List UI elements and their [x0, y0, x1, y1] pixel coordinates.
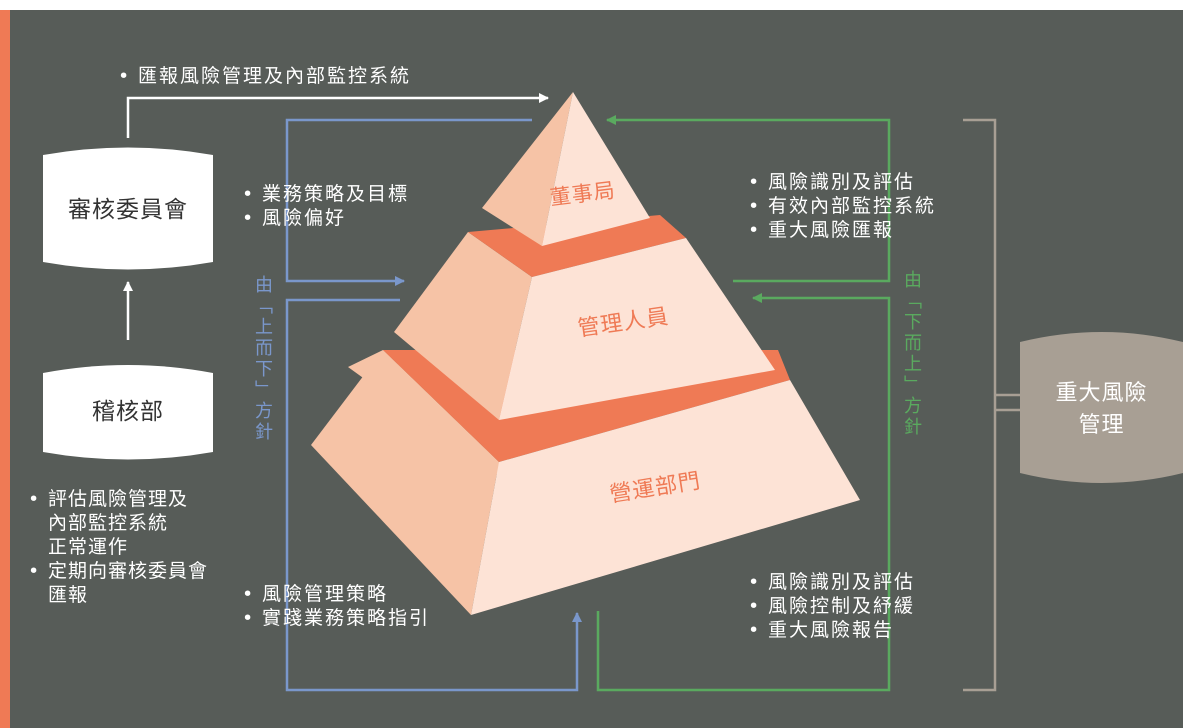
operations-output-3: 重大風險報告 [748, 618, 915, 642]
pyramid-middle-tier [394, 215, 775, 420]
bottom-up-arrow-lower [596, 293, 891, 692]
board-input-1: 業務策略及目標 [242, 182, 409, 206]
board-input-2: 風險偏好 [242, 206, 409, 230]
major-risk-shape [1020, 332, 1183, 483]
audit-note-1-cont-1: 內部監控系統 [48, 512, 169, 534]
management-input-2: 實踐業務策略指引 [242, 606, 430, 630]
major-risk-bracket [963, 118, 997, 692]
audit-note-2-cont: 匯報 [48, 584, 89, 606]
major-risk-label: 重大風險 管理 [1020, 378, 1183, 442]
operations-outputs: 風險識別及評估 風險控制及紓緩 重大風險報告 [748, 570, 915, 642]
audit-committee-label: 審核委員會 [68, 197, 188, 223]
audit-note-1: 評估風險管理及 [28, 487, 208, 511]
accent-bar [0, 10, 10, 728]
top-down-label: 由「上而下」方針 [252, 275, 273, 443]
audit-note-1-cont-2: 正常運作 [48, 536, 129, 558]
major-risk-label-line-1: 重大風險 [1055, 381, 1148, 406]
board-inputs: 業務策略及目標 風險偏好 [242, 182, 409, 230]
top-arrow-label-text: 匯報風險管理及內部監控系統 [118, 64, 411, 88]
management-input-1: 風險管理策略 [242, 582, 430, 606]
audit-note-2: 定期向審核委員會 [28, 559, 208, 583]
audit-committee-shape [43, 147, 213, 270]
report-arrow [126, 93, 549, 138]
top-down-arrow-lower [285, 298, 582, 692]
board-output-3: 重大風險匯報 [748, 218, 936, 242]
internal-audit-shape [43, 365, 213, 460]
top-arrow-label: 匯報風險管理及內部監控系統 [118, 64, 411, 88]
audit-notes: 評估風險管理及 內部監控系統 正常運作 定期向審核委員會 匯報 [28, 487, 208, 607]
board-outputs: 風險識別及評估 有效內部監控系統 重大風險匯報 [748, 170, 936, 242]
management-inputs: 風險管理策略 實踐業務策略指引 [242, 582, 430, 630]
bottom-up-label: 由「下而上」方針 [901, 270, 922, 438]
internal-audit-label: 稽核部 [92, 399, 164, 425]
major-risk-label-line-2: 管理 [1078, 413, 1125, 438]
board-output-2: 有效內部監控系統 [748, 194, 936, 218]
operations-output-1: 風險識別及評估 [748, 570, 915, 594]
pyramid-top-tier [482, 92, 650, 246]
operations-output-2: 風險控制及紓緩 [748, 594, 915, 618]
board-output-1: 風險識別及評估 [748, 170, 936, 194]
